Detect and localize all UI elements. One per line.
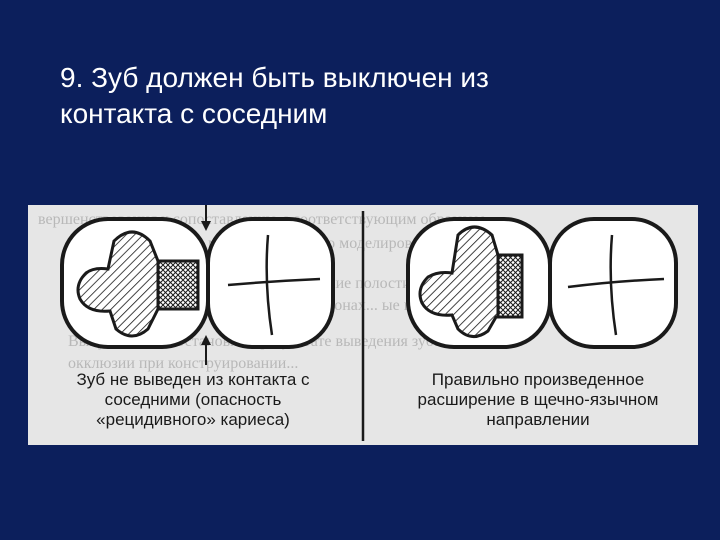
right-caption-line-1: Правильно произведенное [431, 370, 645, 389]
left-arrow-head-top [201, 221, 211, 231]
left-arrow-head-bottom [201, 335, 211, 345]
right-caption-line-2: расширение в щечно-язычном [417, 390, 659, 409]
slide-title-line-1: 9. Зуб должен быть выключен из [60, 62, 489, 93]
left-panel [60, 205, 335, 365]
left-caption-line-1: Зуб не выведен из контакта с [76, 370, 310, 389]
right-caption-line-3: направлении [486, 410, 590, 429]
left-caption-line-3: «рецидивного» кариеса) [96, 410, 290, 429]
left-caption-line-2: соседними (опасность [104, 390, 282, 409]
background-text-line: окклюзии при конструировании... [68, 355, 299, 372]
tooth-diagram-drawing [60, 205, 678, 441]
right-neighbor-fissure [567, 234, 665, 336]
right-panel [406, 217, 678, 349]
slide-title: 9. Зуб должен быть выключен из контакта … [60, 60, 660, 132]
slide-title-line-2: контакта с соседним [60, 98, 328, 129]
right-caption: Правильно произведенное расширение в щеч… [388, 370, 688, 430]
left-neighbor-fissure [227, 234, 321, 336]
tooth-diagram-figure: вершенствования к сопоставлению с соотве… [28, 205, 698, 445]
left-caption: Зуб не выведен из контакта с соседними (… [48, 370, 338, 430]
left-neighbor-tooth-outline [206, 217, 335, 349]
left-cavity-preparation [76, 230, 200, 338]
right-extension-box [496, 253, 524, 319]
left-contact-box [156, 259, 200, 311]
